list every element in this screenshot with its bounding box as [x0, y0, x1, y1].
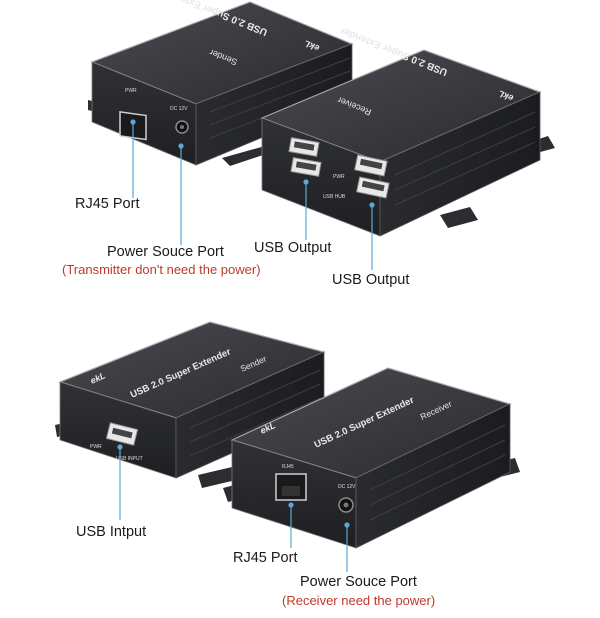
- bottom-receiver-device: RJ45 DC 12V USB 2.0 Super Extender Recei…: [223, 367, 520, 549]
- top-power-note: (Transmitter don't need the power): [62, 262, 261, 277]
- bottom-usb-input-label: USB Intput: [76, 524, 147, 540]
- bottom-leader-lines: [117, 444, 350, 572]
- svg-text:PWR: PWR: [90, 444, 102, 450]
- top-rj45-label: RJ45 Port: [75, 196, 140, 212]
- bottom-power-label: Power Souce Port: [300, 574, 417, 590]
- bottom-sender-device: PWR USB INPUT USB 2.0 Super Extender Sen…: [55, 321, 326, 488]
- svg-text:RJ45: RJ45: [282, 464, 294, 470]
- svg-text:PWR: PWR: [333, 174, 345, 180]
- top-power-label: Power Souce Port: [107, 244, 224, 260]
- bottom-power-note: (Receiver need the power): [282, 593, 436, 608]
- top-usb-output-label-1: USB Output: [254, 240, 332, 256]
- svg-text:USB INPUT: USB INPUT: [116, 456, 143, 462]
- svg-text:USB HUB: USB HUB: [323, 194, 346, 200]
- top-receiver-device: PWR USB HUB USB 2.0 Super Extender Recei…: [260, 24, 555, 237]
- svg-text:PWR: PWR: [125, 88, 137, 94]
- bottom-rj45-label: RJ45 Port: [233, 550, 298, 566]
- top-leader-lines: [130, 119, 375, 270]
- svg-text:DC 12V: DC 12V: [338, 484, 356, 490]
- top-usb-output-label-2: USB Output: [332, 272, 410, 288]
- svg-text:DC 12V: DC 12V: [170, 106, 188, 112]
